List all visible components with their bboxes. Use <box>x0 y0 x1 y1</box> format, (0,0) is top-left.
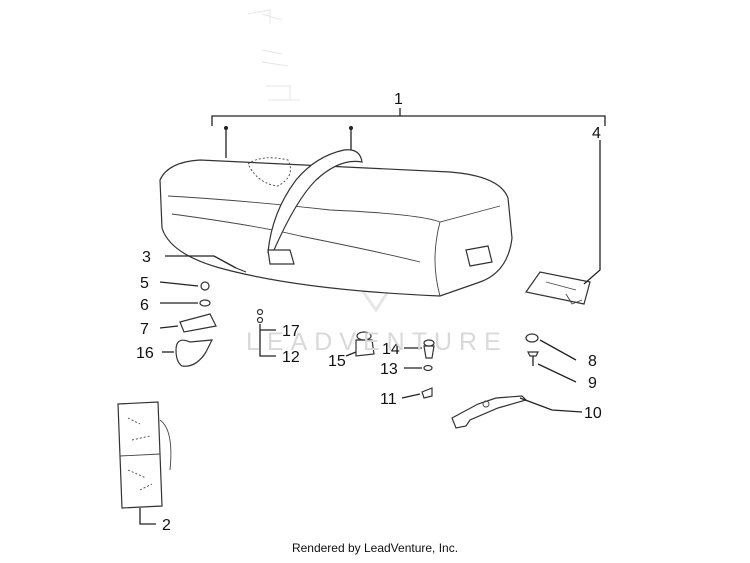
callout-3: 3 <box>142 249 151 266</box>
part-3-screw <box>165 255 247 273</box>
callout-17: 17 <box>282 323 300 340</box>
callout-labels: 1 2 3 4 5 6 7 8 9 10 11 12 13 14 15 16 1… <box>136 91 602 534</box>
part-2-cover <box>117 401 172 525</box>
seat-assembly <box>159 149 513 297</box>
callout-1-bracket <box>211 108 606 158</box>
part-10-bracket <box>451 395 583 429</box>
callout-1: 1 <box>394 91 403 108</box>
small-parts-left <box>159 281 217 367</box>
footer-credit: Rendered by LeadVenture, Inc. <box>291 541 459 555</box>
callout-7: 7 <box>140 321 149 338</box>
watermark-text: LEADVENTURE <box>246 328 508 356</box>
parts-8-9 <box>525 333 577 383</box>
parts-14-13-11 <box>401 339 435 399</box>
callout-12: 12 <box>282 349 300 366</box>
callout-5: 5 <box>140 275 149 292</box>
callout-2: 2 <box>162 517 171 534</box>
callout-10: 10 <box>584 405 602 422</box>
part-4-switch <box>524 140 601 305</box>
callout-9: 9 <box>588 375 597 392</box>
callout-16: 16 <box>136 345 154 362</box>
callout-15: 15 <box>328 353 346 370</box>
part-15-grommet <box>345 331 375 357</box>
parts-17-12 <box>256 308 276 357</box>
callout-8: 8 <box>588 353 597 370</box>
ghost-marks <box>247 9 300 101</box>
callout-6: 6 <box>140 297 149 314</box>
callout-14: 14 <box>382 341 400 358</box>
callout-4: 4 <box>592 125 601 142</box>
callout-13: 13 <box>380 361 398 378</box>
callout-11: 11 <box>380 391 397 408</box>
